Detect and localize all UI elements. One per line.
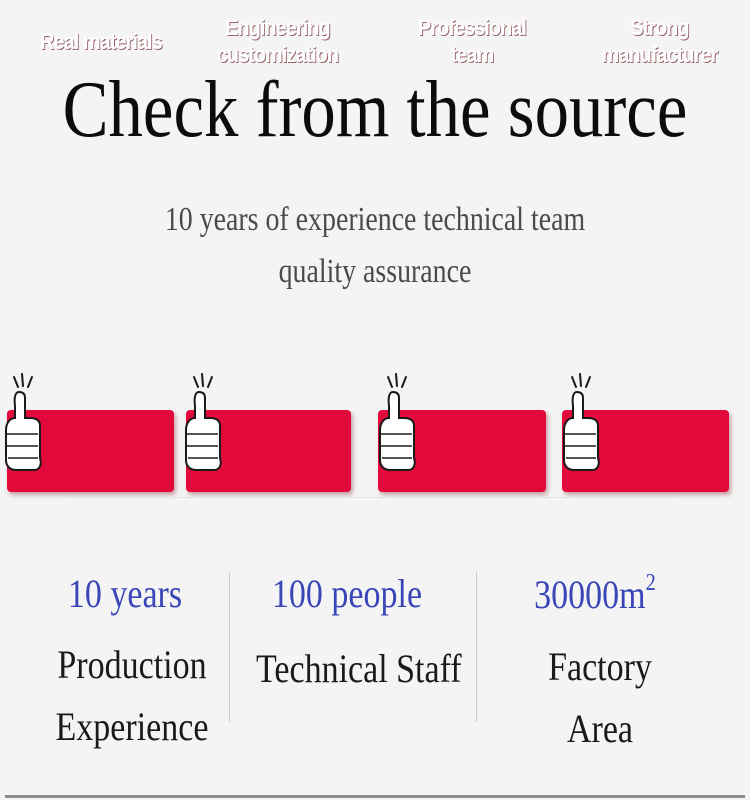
subtitle-line-1: 10 years of experience technical team	[164, 201, 586, 238]
thumbs-up-icon	[5, 373, 42, 471]
page-title: Check from the source	[62, 66, 688, 154]
section-divider	[65, 497, 675, 498]
thumbs-up-icon	[379, 373, 416, 471]
stat-value-people: 100 people	[271, 571, 423, 616]
badge-text-line1: Strong	[630, 15, 689, 40]
stat-divider	[229, 572, 230, 722]
stat-value-area-number: 30000m	[534, 572, 646, 617]
stat-label-factory: Factory	[548, 644, 652, 689]
bottom-rule	[5, 795, 745, 798]
badge-text-line1: Engineering	[225, 15, 330, 40]
badge-label: Professional team	[405, 0, 538, 82]
thumbs-up-icon	[563, 373, 600, 471]
badge-text-line2: team	[450, 42, 495, 67]
badge-text-line1: Real materials	[40, 28, 163, 54]
badge-text-line2: manufacturer	[601, 42, 719, 67]
stat-label-production: Production	[57, 642, 207, 687]
badge-label: Engineering customization	[211, 0, 343, 82]
stat-label-technical-staff: Technical Staff	[256, 646, 462, 691]
stat-label-area: Area	[566, 706, 634, 751]
badge-label: Real materials	[35, 0, 166, 82]
stat-value-years: 10 years	[67, 571, 183, 616]
badge-text-line2: customization	[216, 42, 339, 67]
stat-divider	[476, 572, 477, 722]
stat-value-area: 30000m2	[510, 570, 680, 618]
thumbs-up-icon	[185, 373, 222, 471]
stat-value-area-exponent: 2	[645, 570, 656, 596]
stat-label-experience: Experience	[55, 704, 209, 749]
badge-label: Strong manufacturer	[597, 0, 722, 82]
badge-text-line1: Professional	[417, 15, 527, 40]
subtitle-line-2: quality assurance	[278, 253, 472, 290]
